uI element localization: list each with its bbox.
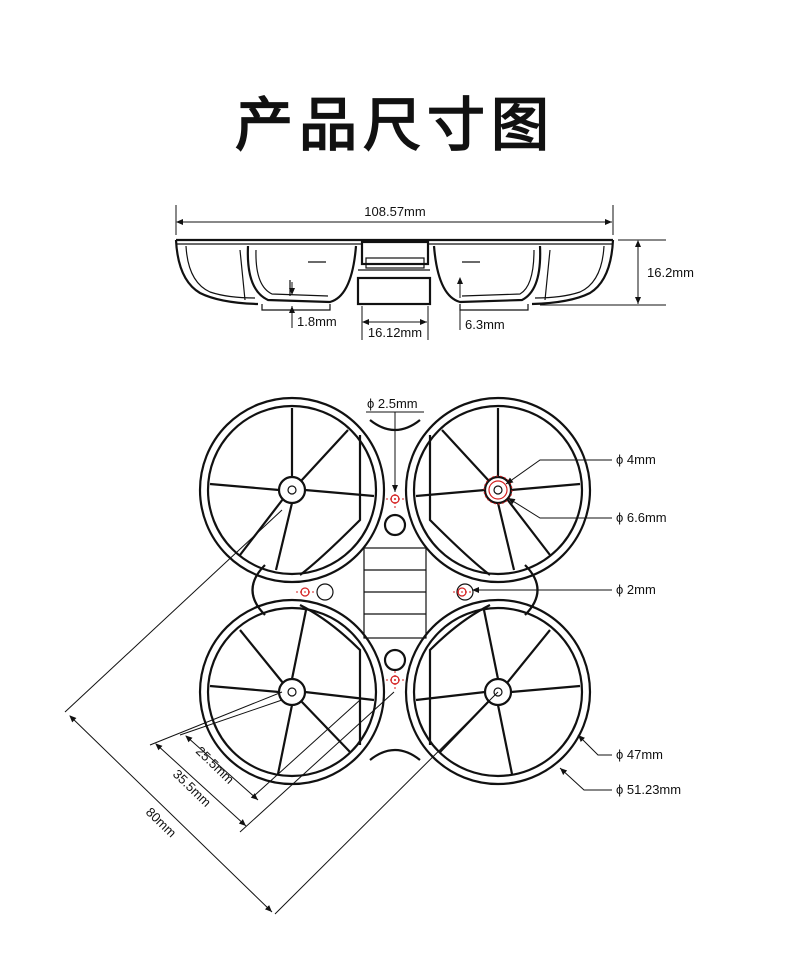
- center-width-label: 16.12mm: [368, 325, 422, 340]
- left-thickness-label: 1.8mm: [297, 314, 337, 329]
- hole-side-label: ϕ 2mm: [616, 582, 656, 597]
- diag-mid-label: 35.5mm: [170, 766, 214, 809]
- side-view: 108.57mm 16.2mm: [174, 204, 694, 340]
- guard-top-left: [198, 396, 386, 584]
- guard-bottom-left: [198, 598, 386, 786]
- diag-large-label: 80mm: [143, 804, 179, 840]
- hole-small-label: ϕ 4mm: [616, 452, 656, 467]
- page-title: 产品尺寸图: [234, 91, 555, 159]
- prop-inner-label: ϕ 47mm: [616, 747, 663, 762]
- diagonal-dimensions: 80mm 35.5mm 25.5mm: [64, 509, 499, 915]
- mounting-holes: [296, 475, 513, 689]
- width-label: 108.57mm: [364, 204, 425, 219]
- top-view: ϕ 2.5mm ϕ 4mm ϕ 6.6mm ϕ 2mm ϕ 47mm ϕ 51.…: [64, 396, 681, 915]
- right-offset-label: 6.3mm: [465, 317, 505, 332]
- guard-bottom-right: [404, 598, 592, 786]
- guard-top-right: [404, 396, 592, 584]
- prop-outer-label: ϕ 51.23mm: [616, 782, 681, 797]
- hole-large-label: ϕ 6.6mm: [616, 510, 667, 525]
- height-label: 16.2mm: [647, 265, 694, 280]
- hole-top-label: ϕ 2.5mm: [367, 396, 418, 411]
